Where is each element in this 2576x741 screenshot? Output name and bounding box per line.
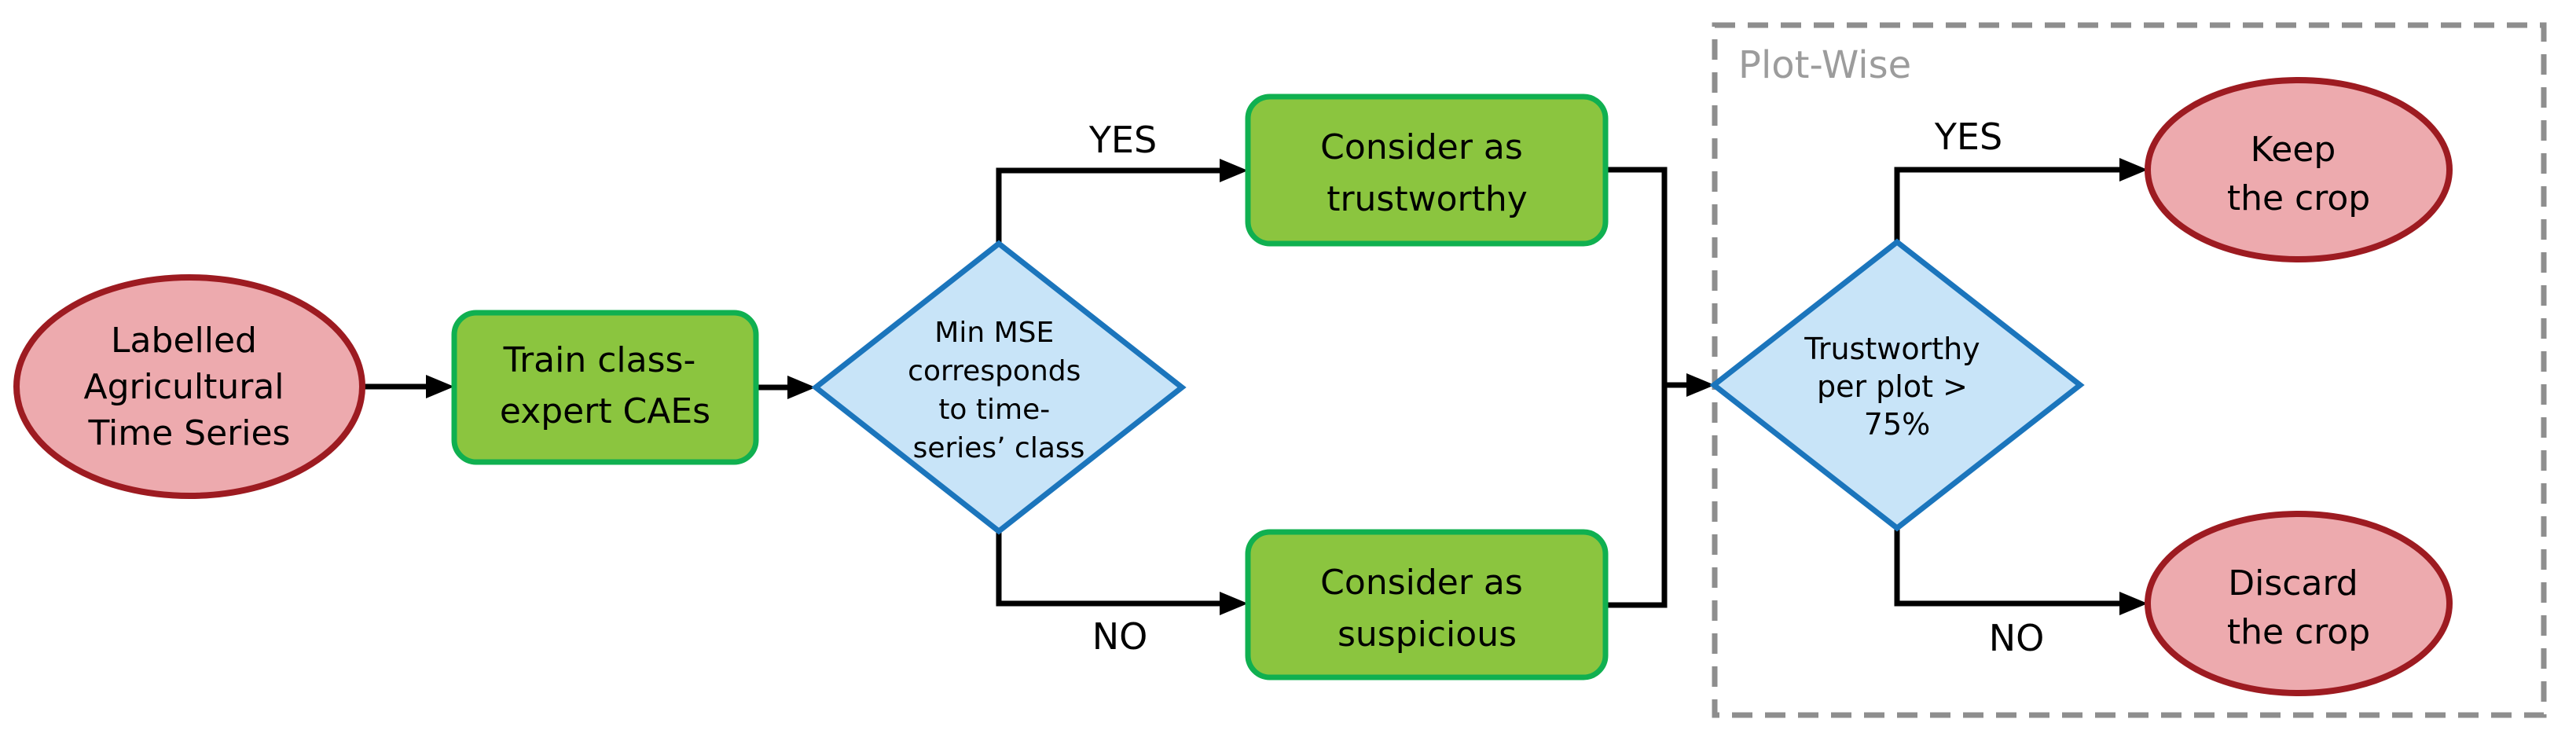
arrowhead-merge-to-plot-decision — [1686, 373, 1715, 397]
plot-diamond-label: Trustworthy per plot > 75% — [1804, 332, 1990, 442]
edge-merge-trustworthy-suspicious — [1605, 167, 1668, 608]
mse-diamond-label: Min MSE corresponds to time- series’ cla… — [908, 317, 1090, 464]
train-box-shape — [451, 310, 759, 465]
edges — [365, 158, 2148, 615]
keep-ellipse-shape — [2145, 77, 2453, 262]
node-train-class-expert-caes: Train class- expert CAEs — [451, 310, 759, 465]
node-discard-the-crop: Discard the crop — [2145, 511, 2453, 696]
trustworthy-box-shape — [1245, 94, 1609, 247]
arrowhead-train-to-mse-decision — [787, 376, 816, 399]
node-keep-the-crop: Keep the crop — [2145, 77, 2453, 262]
node-min-mse-decision: Min MSE corresponds to time- series’ cla… — [811, 240, 1187, 535]
edge-plot-yes-to-keep — [1894, 167, 2119, 242]
node-labelled-agricultural-time-series: Labelled Agricultural Time Series — [13, 274, 365, 499]
start-ellipse-label: Labelled Agricultural Time Series — [83, 321, 295, 453]
discard-ellipse-shape — [2145, 511, 2453, 696]
trustworthy-box-label: Consider as trustworthy — [1320, 127, 1534, 219]
arrowhead-mse-no-to-suspicious — [1220, 592, 1248, 615]
node-consider-as-trustworthy: Consider as trustworthy — [1245, 94, 1609, 247]
edge-mse-no-to-suspicious — [996, 530, 1220, 607]
plot-diamond-shape — [1709, 238, 2085, 532]
train-box-label: Train class- expert CAEs — [500, 340, 710, 431]
arrowhead-plot-yes-to-keep — [2119, 158, 2148, 182]
plot-wise-group-label: Plot-Wise — [1738, 43, 1911, 87]
edge-label-yes-mse: YES — [1088, 119, 1157, 161]
node-consider-as-suspicious: Consider as suspicious — [1245, 529, 1609, 680]
arrowhead-plot-no-to-discard — [2119, 592, 2148, 615]
suspicious-box-label: Consider as suspicious — [1320, 563, 1534, 655]
node-trustworthy-per-plot-decision: Trustworthy per plot > 75% — [1709, 238, 2085, 532]
arrowhead-mse-yes-to-trustworthy — [1220, 159, 1248, 182]
discard-ellipse-label: Discard the crop — [2227, 563, 2370, 652]
plot-wise-group-box — [1712, 22, 2547, 718]
edge-plot-no-to-discard — [1894, 529, 2119, 607]
edge-label-no-plot: NO — [1989, 617, 2045, 659]
keep-ellipse-label: Keep the crop — [2227, 130, 2370, 218]
arrowhead-start-to-train — [426, 375, 454, 398]
mse-diamond-shape — [811, 240, 1187, 535]
suspicious-box-shape — [1245, 529, 1609, 680]
edge-label-no-mse: NO — [1092, 615, 1148, 658]
edge-label-yes-plot: YES — [1934, 116, 2002, 158]
edge-mse-yes-to-trustworthy — [996, 167, 1220, 244]
start-ellipse-shape — [13, 274, 365, 499]
